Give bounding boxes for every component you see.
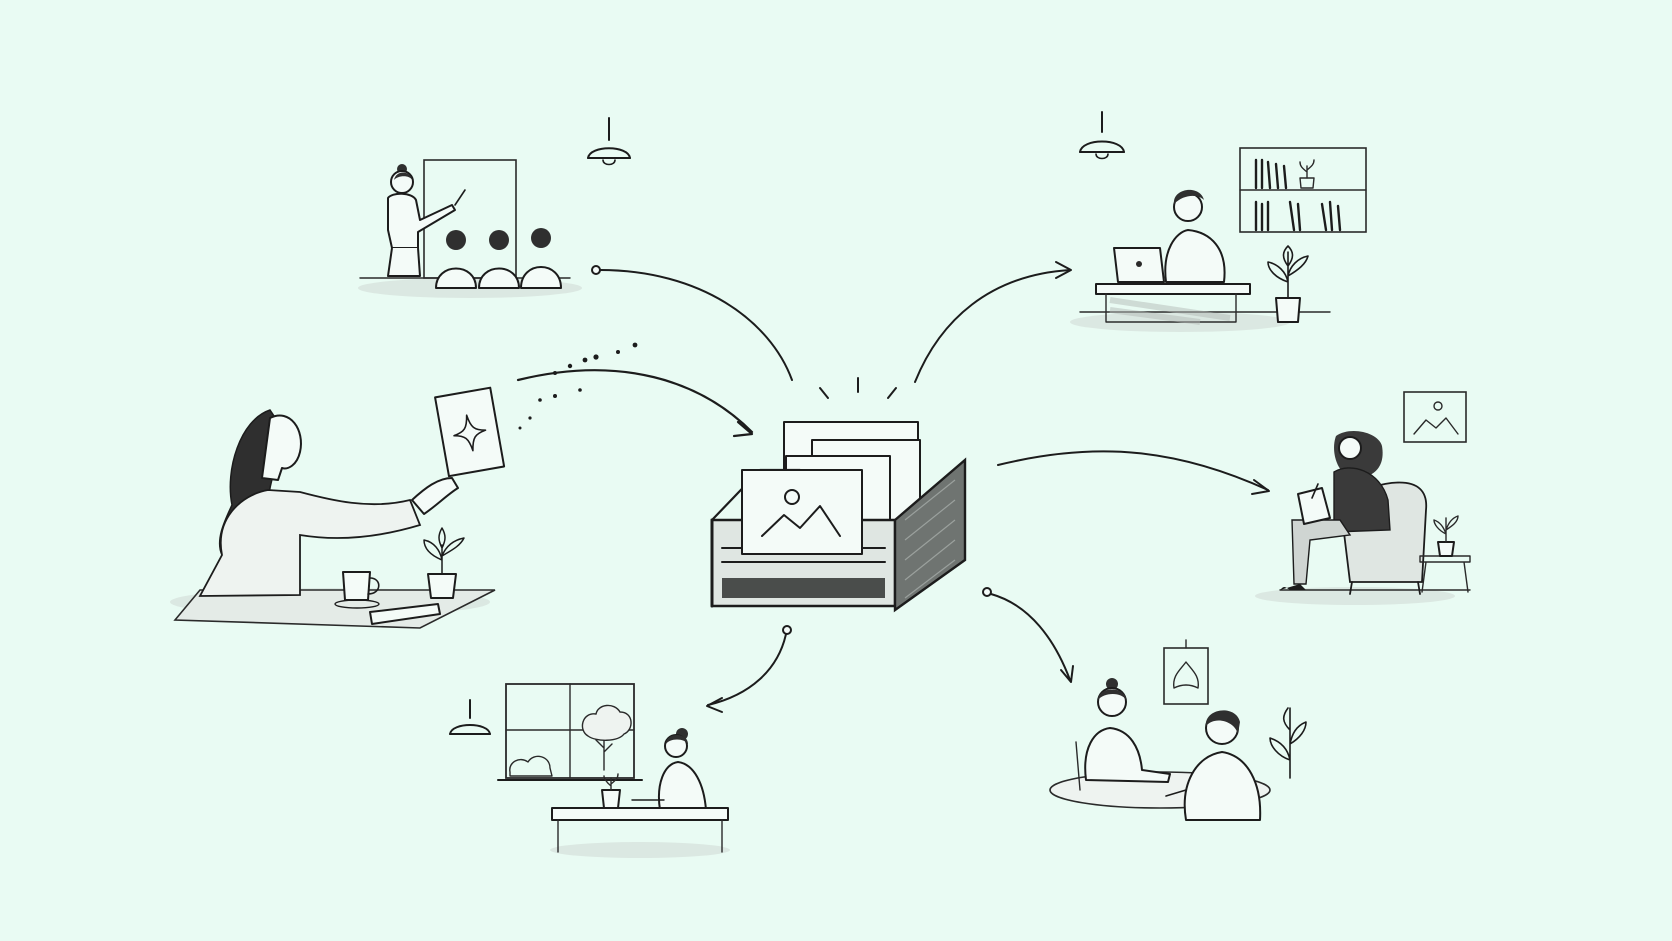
arrow-sender-to-box <box>516 369 754 434</box>
flow-arrows <box>516 261 1270 713</box>
arrow-classroom-to-box <box>599 269 793 381</box>
arrowhead-icon <box>1055 261 1072 279</box>
teacher-classroom-icon <box>358 117 631 298</box>
arrowhead-icon <box>732 420 754 438</box>
arrowhead-icon <box>1060 665 1074 683</box>
arrowhead-icon <box>706 697 723 713</box>
person-window-desk-icon <box>449 683 730 858</box>
two-people-meeting-icon <box>1049 639 1307 821</box>
person-laptop-desk-icon <box>1070 111 1367 332</box>
person-armchair-sketching-icon <box>1255 391 1471 605</box>
arrow-box-to-window-desk <box>707 633 787 706</box>
motion-dots <box>518 342 638 430</box>
arrow-box-to-laptop <box>914 269 1071 383</box>
arrow-box-to-armchair <box>997 450 1269 491</box>
arrow-box-to-meeting <box>990 593 1071 681</box>
image-file-organizer-icon <box>710 377 967 613</box>
person-holding-image-card-icon <box>170 386 506 629</box>
arrowhead-icon <box>1251 479 1270 495</box>
